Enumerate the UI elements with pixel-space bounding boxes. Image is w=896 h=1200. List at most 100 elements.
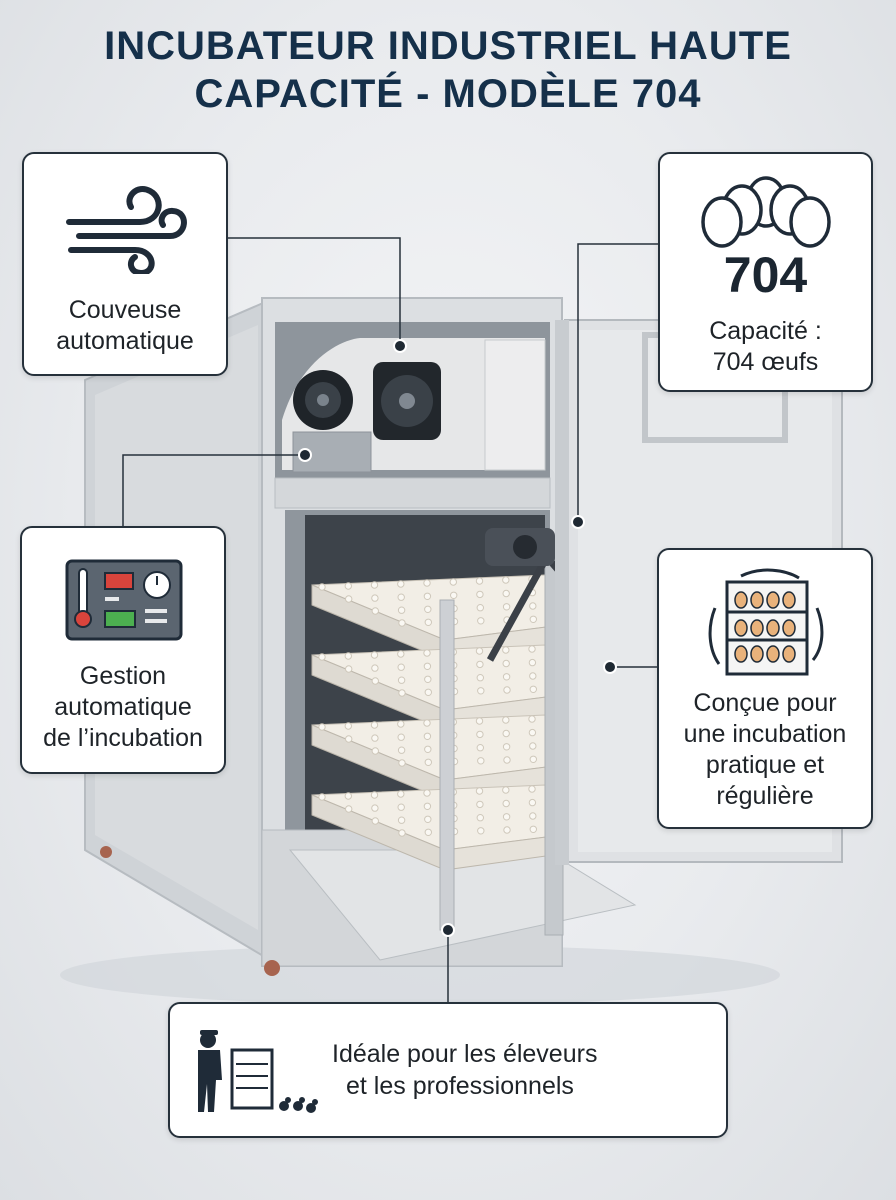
egg-slot [397,593,405,601]
capacity-number: 704 [723,247,808,303]
egg-slot [423,802,432,810]
egg-slot [528,785,536,793]
wind-icon [66,186,187,274]
page-title: INCUBATEUR INDUSTRIEL HAUTE CAPACITÉ - M… [0,22,896,118]
egg-slot [370,581,379,589]
egg-slot [371,677,379,685]
egg-slot [397,663,405,671]
egg-slot [475,787,484,795]
connector-dot-capacite [571,515,585,529]
egg-slot [476,660,484,669]
egg-slot [529,602,537,610]
egg-slot [424,758,432,766]
egg-slot [398,829,406,837]
egg-slot [502,786,510,794]
egg-slot [371,734,379,742]
egg-slot [502,716,510,724]
egg-slot [502,743,511,751]
egg-slot [502,813,511,821]
feature-label-gestion: Gestion automatique de l’incubation [43,662,203,752]
connector-dot-gestion [298,448,312,462]
egg-slot [502,603,511,611]
egg-slot [397,803,405,811]
egg-slot [371,804,379,812]
egg-slot [344,792,352,800]
connector-couveuse [228,237,401,346]
farmer-with-incubator-icon [198,1030,318,1113]
egg-slot [449,578,457,586]
egg-rack-rotation-icon [708,568,824,676]
egg-slot [397,676,406,684]
egg-slot [476,604,484,612]
egg-slot [371,607,379,615]
egg-slot [528,715,536,723]
egg-slot [503,686,511,694]
egg-slot [397,790,405,798]
connector-dot-concue [603,660,617,674]
egg-slot [423,732,432,740]
egg-slot [475,577,484,585]
egg-slot [502,576,510,584]
egg-slot [423,662,432,670]
connector-dot-ideale [441,923,455,937]
egg-slot [529,755,537,763]
connector-gestion [122,454,305,526]
egg-slot [344,582,352,590]
egg-slot [503,826,511,834]
egg-slot [371,594,379,602]
connector-dot-couveuse [393,339,407,353]
egg-slot [318,653,326,661]
egg-slot [397,720,405,728]
egg-slot [477,757,485,765]
egg-slot [398,759,406,767]
egg-slot [318,793,326,801]
title-line-1: INCUBATEUR INDUSTRIEL HAUTE [104,24,792,68]
title-line-2: CAPACITÉ - MODÈLE 704 [194,72,702,116]
egg-slot [424,605,432,613]
egg-slot [528,728,537,737]
egg-slot [450,591,458,599]
egg-slot [397,816,406,824]
feature-card-ideale: Idéale pour les éleveurs et les professi… [168,1002,728,1138]
egg-slot [397,650,405,658]
egg-slot [397,580,405,588]
egg-slot [476,814,484,822]
egg-slot [424,828,432,836]
egg-slot [503,756,511,764]
egg-slot [345,595,353,603]
egg-slot [528,658,537,667]
feature-card-capacite: 704 Capacité : 704 œufs [658,152,873,392]
egg-slot [318,583,326,591]
egg-slot [477,617,485,625]
egg-slot [529,742,537,750]
egg-slot [370,721,379,729]
egg-slot [345,735,353,743]
egg-slot [423,579,431,587]
egg-slot [528,645,536,653]
egg-slot [371,747,379,755]
egg-slot [345,665,353,673]
feature-card-couveuse: Couveuse automatique [22,152,228,376]
egg-slot [502,799,510,808]
egg-slot [502,646,510,654]
egg-slot [502,729,510,738]
egg-slot [423,649,431,657]
egg-slot [398,689,406,697]
egg-slot [371,817,379,825]
egg-slot [424,745,432,753]
egg-slot [529,685,537,693]
egg-slot [344,652,352,660]
egg-slot [370,651,379,659]
feature-card-gestion: Gestion automatique de l’incubation [20,526,226,774]
egg-slot [477,827,485,835]
feature-card-concue: Conçue pour une incubation pratique et r… [657,548,873,829]
egg-slot [476,674,484,682]
connector-capacite [577,243,658,520]
feature-label-concue: Conçue pour une incubation pratique et r… [683,689,847,810]
egg-slot [423,719,431,727]
egg-slot [477,687,485,695]
egg-slot [476,730,484,739]
egg-slot [476,744,484,752]
egg-slot [529,825,537,833]
